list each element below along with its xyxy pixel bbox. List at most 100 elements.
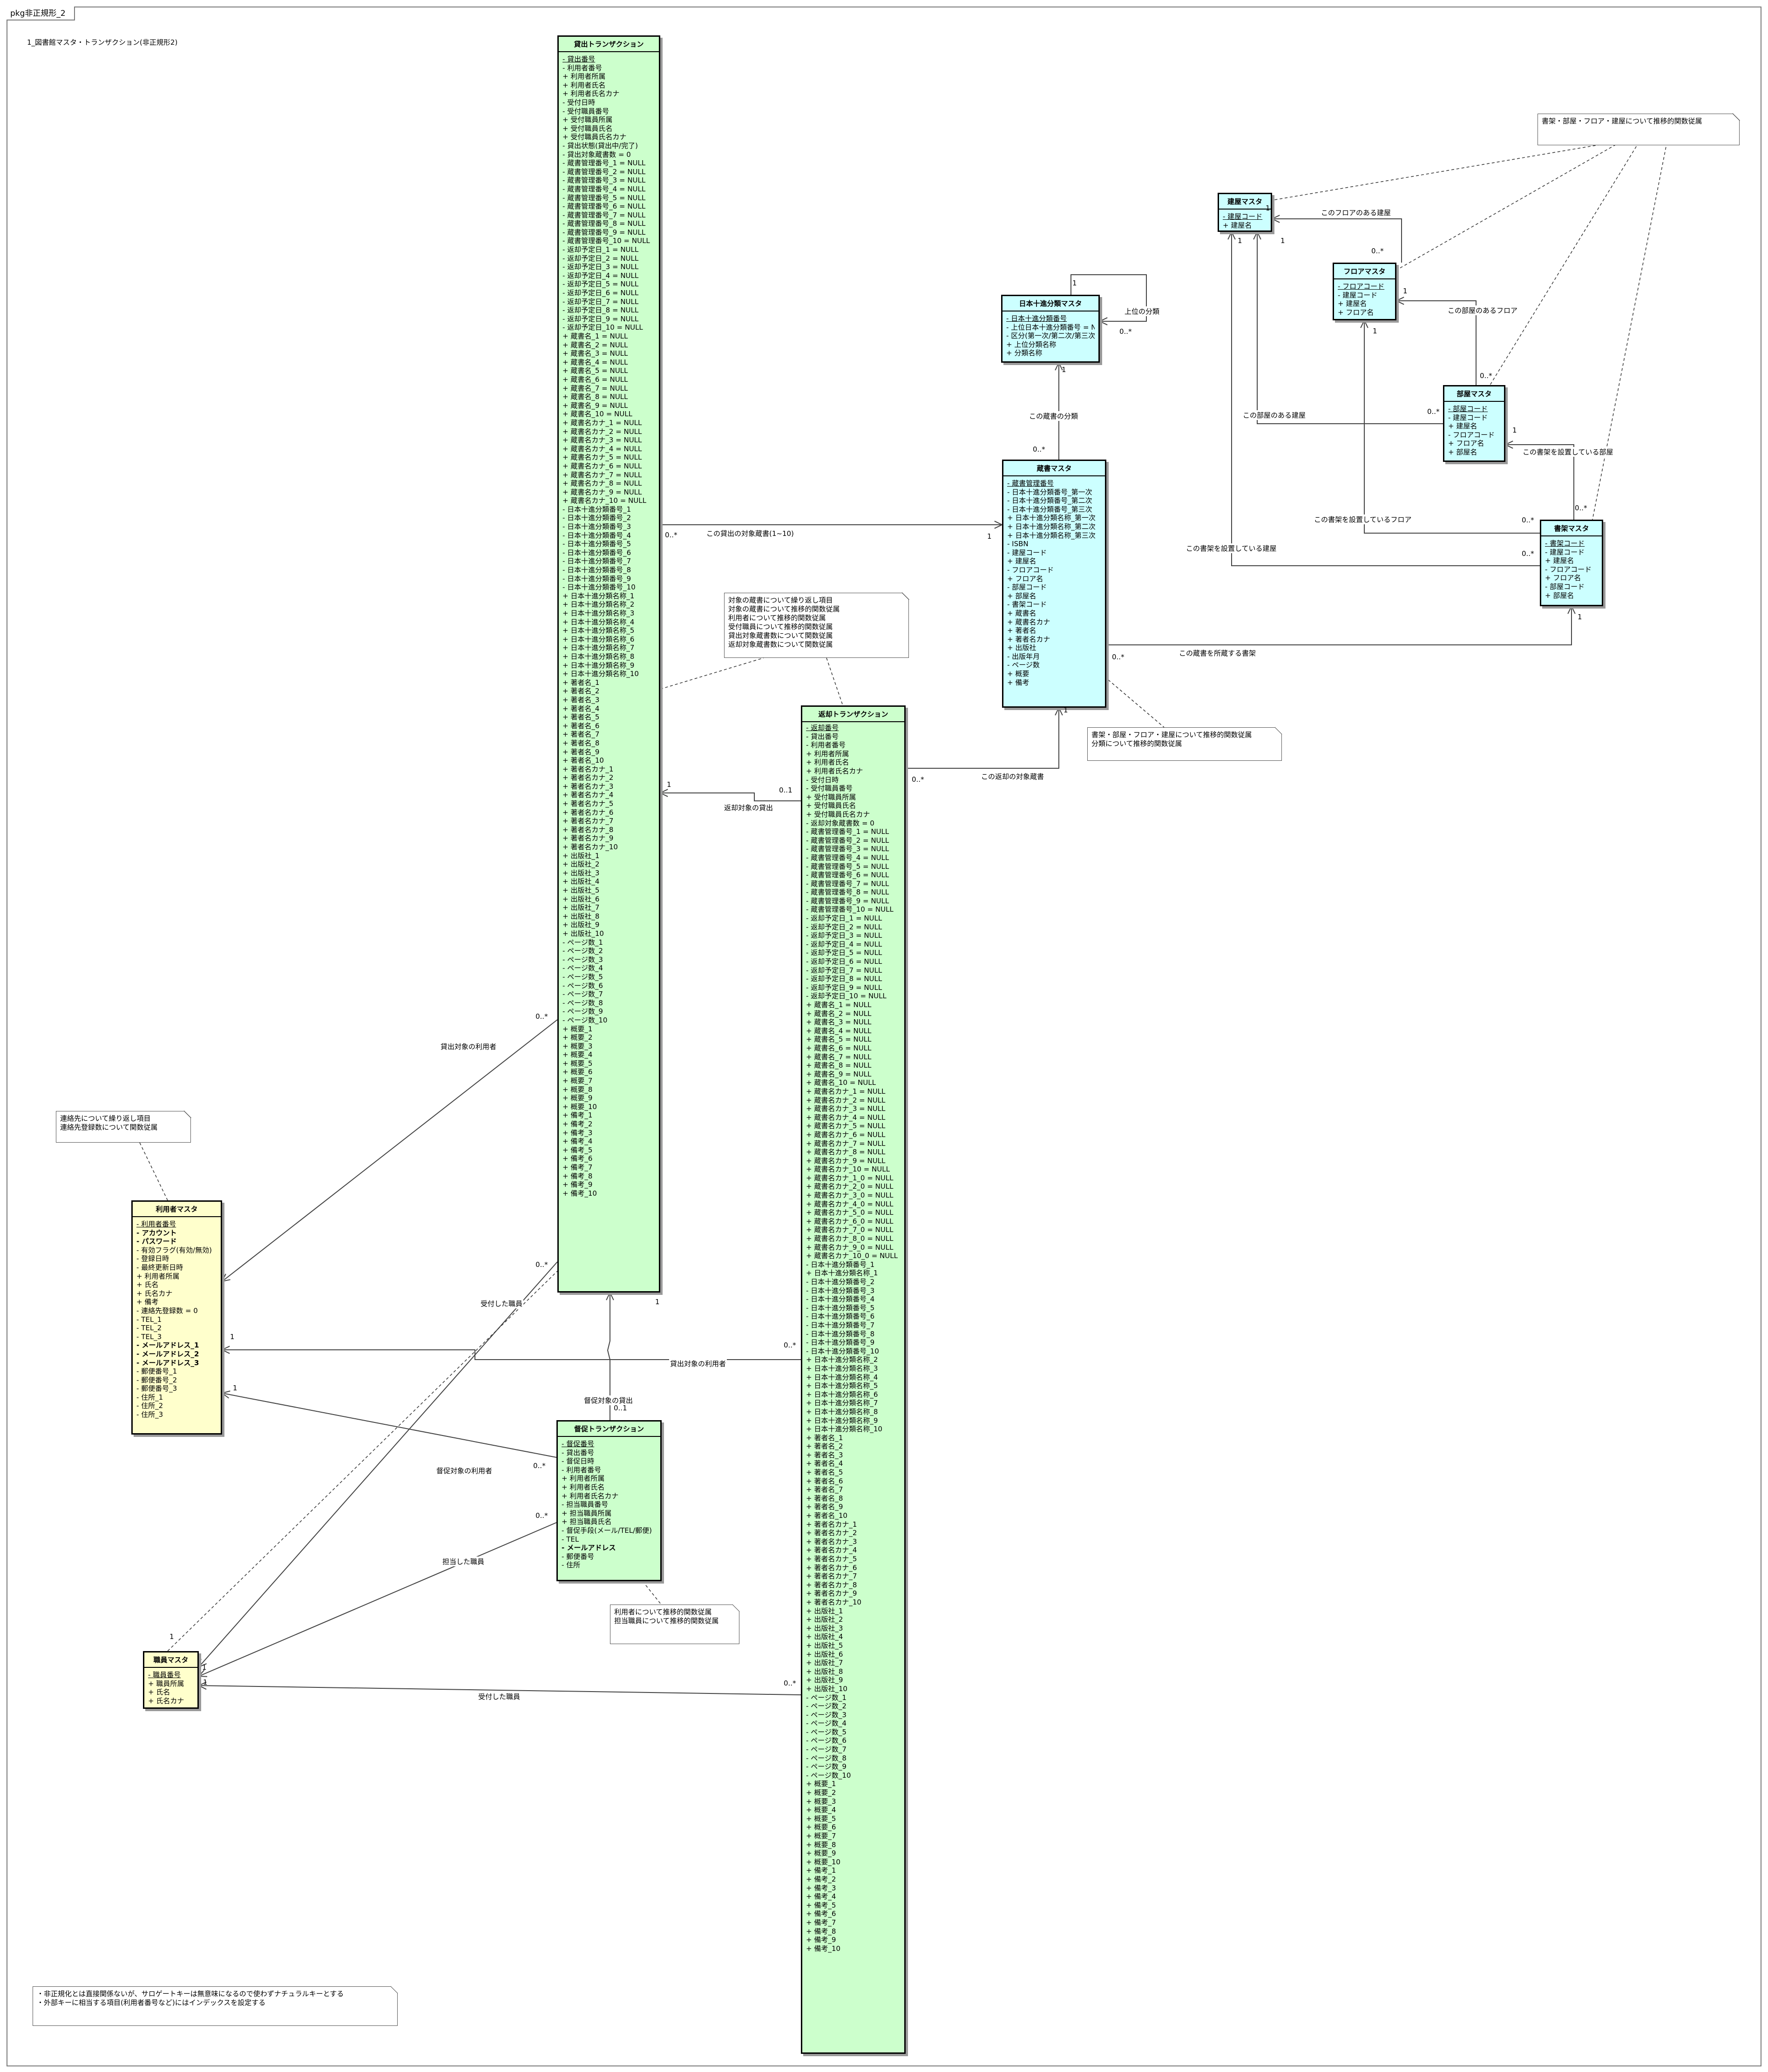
class-attribute: + 蔵書名_9 = NULL [806,1070,872,1078]
class-attribute: + 利用者所属 [136,1272,180,1280]
class-attribute: - 住所_2 [136,1402,163,1410]
class-attribute: - 貸出番号 [806,732,839,741]
class-attribute: + 著者名カナ_3 [562,782,614,791]
class-attribute: - ページ数_1 [562,938,603,947]
class-attribute: + 備考 [1007,678,1030,687]
class-kashidashi-transaction[interactable]: 貸出トランザクション - 貸出番号- 利用者番号+ 利用者所属+ 利用者氏名+ … [557,35,660,1293]
class-attribute: - 出版年月 [1007,652,1040,661]
class-attribute: - フロアコード [1007,565,1054,574]
class-attribute: - ページ数_7 [562,990,603,999]
class-tateya-master[interactable]: 建屋マスタ - 建屋コード+ 建屋名 [1218,193,1272,232]
class-attribute: + 蔵書名カナ_5 = NULL [562,453,642,462]
class-attribute: - 担当職員番号 [562,1500,609,1509]
class-attribute: + 日本十進分類名称_4 [562,617,635,626]
note-line: 利用者について推移的関数従属 [728,614,826,622]
class-title: 部屋マスタ [1444,386,1504,402]
note-zousho: 書架・部屋・フロア・建屋について推移的関数従属分類について推移的関数従属 [1087,727,1282,761]
class-title: 利用者マスタ [133,1202,221,1217]
assoc-toku-user [222,1393,557,1458]
class-attribute: + 蔵書名_7 = NULL [806,1052,872,1061]
class-attribute: + 日本十進分類名称_9 [562,661,635,670]
mult: 0..* [665,531,677,539]
class-attribute: - 日本十進分類番号_7 [806,1320,875,1329]
class-attribute: - ページ数_8 [562,998,603,1007]
class-attribute: - 返却予定日_8 = NULL [562,306,639,315]
class-attribute: - 建屋コード [1338,291,1378,299]
class-attribute: + 出版社_4 [562,877,600,886]
class-attribute: + 出版社_5 [562,886,600,894]
class-floor-master[interactable]: フロアマスタ - フロアコード- 建屋コード+ 建屋名+ フロア名 [1333,263,1396,320]
class-attribute: + 日本十進分類名称_第三次 [1007,531,1096,540]
class-attribute: + 氏名 [148,1688,170,1697]
class-attribute: + 備考_6 [806,1909,836,1918]
class-title: 貸出トランザクション [559,37,659,52]
class-attribute: + 蔵書名カナ_3 = NULL [562,436,642,445]
mult: 1 [1266,204,1270,212]
class-attribute: + 蔵書名カナ_7 = NULL [806,1139,886,1148]
class-attribute: + 出版社_1 [562,851,600,860]
class-shokuin-master[interactable]: 職員マスタ - 職員番号+ 職員所属+ 氏名+ 氏名カナ [143,1651,199,1709]
mult: 0..* [784,1341,796,1349]
mult: 1 [987,532,992,541]
attribute-list: - 督促番号- 貸出番号- 督促日時- 利用者番号+ 利用者所属+ 利用者氏名+… [558,1437,660,1572]
class-attribute: + 著者名_2 [806,1442,843,1451]
class-attribute: + 蔵書名_6 = NULL [806,1043,872,1052]
assoc-heya-floor [1396,300,1477,385]
label-shoka-heya: この書架を設置している部屋 [1522,447,1614,457]
label-kashi-zousho: この貸出の対象蔵書(1~10) [705,528,795,538]
class-attribute: + 受付職員所属 [562,115,613,124]
arrow-head [1055,706,1063,716]
class-attribute: - 日本十進分類番号_1 [562,505,631,514]
class-attribute: + 著者名カナ_4 [562,791,614,799]
class-attribute: - 返却予定日_2 = NULL [806,922,882,931]
mult: 0..* [1119,327,1132,336]
class-attribute: + 日本十進分類名称_2 [806,1355,878,1364]
class-shoka-master[interactable]: 書架マスタ - 書架コード- 建屋コード+ 建屋名- フロアコード+ フロア名-… [1540,520,1603,606]
class-attribute: - 住所_3 [136,1410,163,1419]
class-attribute: - 部屋コード [1448,405,1488,413]
attribute-list: - 蔵書管理番号- 日本十進分類番号_第一次- 日本十進分類番号_第二次- 日本… [1003,476,1105,690]
class-attribute: - 区分(第一次/第二次/第三次) [1006,332,1095,340]
class-attribute: + 蔵書名カナ_8 = NULL [806,1148,886,1157]
class-riyousha-master[interactable]: 利用者マスタ - 利用者番号- アカウント- パスワード- 有効フラグ(有効/無… [131,1200,222,1435]
class-nippon-bunrui-master[interactable]: 日本十進分類マスタ - 日本十進分類番号- 上位日本十進分類番号 = NULL-… [1001,295,1100,363]
class-attribute: - メールアドレス_2 [136,1349,199,1358]
class-attribute: - 利用者番号 [562,1465,602,1474]
class-attribute: + 概要_8 [806,1840,836,1849]
class-attribute: + 蔵書名_7 = NULL [562,384,628,393]
class-attribute: - 貸出番号 [562,55,596,63]
class-attribute: - 日本十進分類番号_5 [806,1303,875,1312]
class-title: 書架マスタ [1541,521,1602,536]
class-attribute: - 受付職員番号 [562,107,610,115]
class-attribute: + 著者名カナ_8 [806,1580,857,1589]
class-attribute: + 著者名カナ_10 [562,843,618,852]
class-attribute: + 備考_8 [562,1171,593,1180]
class-attribute: - 日本十進分類番号 [1006,314,1067,323]
class-attribute: - アカウント [136,1228,177,1237]
class-attribute: - 日本十進分類番号_第三次 [1007,505,1092,514]
class-attribute: + 蔵書名カナ_9 = NULL [806,1156,886,1165]
class-attribute: + 建屋名 [1545,556,1574,565]
class-attribute: + 出版社_2 [806,1615,843,1624]
class-attribute: - 日本十進分類番号_10 [806,1347,879,1355]
class-attribute: + 出版社_6 [806,1650,843,1659]
class-attribute: - 住所_1 [136,1393,163,1402]
class-zousho-master[interactable]: 蔵書マスタ - 蔵書管理番号- 日本十進分類番号_第一次- 日本十進分類番号_第… [1002,460,1106,708]
class-attribute: + 蔵書名カナ_6 = NULL [806,1130,886,1139]
class-henkyaku-transaction[interactable]: 返却トランザクション - 返却番号- 貸出番号- 利用者番号+ 利用者所属+ 利… [801,705,906,2054]
class-attribute: - ページ数_3 [562,955,603,964]
note-line: 受付職員について推移的関数従属 [728,623,833,631]
class-attribute: + 出版社_7 [562,903,600,912]
class-heya-master[interactable]: 部屋マスタ - 部屋コード- 建屋コード+ 建屋名- フロアコード+ フロア名+… [1443,385,1505,462]
class-attribute: + 氏名カナ [148,1696,184,1705]
class-attribute: + 氏名カナ [136,1289,173,1298]
class-tokusoku-transaction[interactable]: 督促トランザクション - 督促番号- 貸出番号- 督促日時- 利用者番号+ 利用… [556,1420,662,1581]
class-attribute: + 著者名_8 [806,1494,843,1503]
class-attribute: + 分類名称 [1006,349,1043,358]
class-attribute: + 備考_5 [806,1901,836,1909]
attribute-list: - フロアコード- 建屋コード+ 建屋名+ フロア名 [1334,279,1395,319]
class-attribute: + 利用者氏名 [562,1483,605,1491]
class-attribute: + 出版社_8 [806,1667,843,1676]
class-attribute: + 蔵書名_9 = NULL [562,401,628,410]
label-shoka-floor: この書架を設置しているフロア [1313,515,1413,524]
